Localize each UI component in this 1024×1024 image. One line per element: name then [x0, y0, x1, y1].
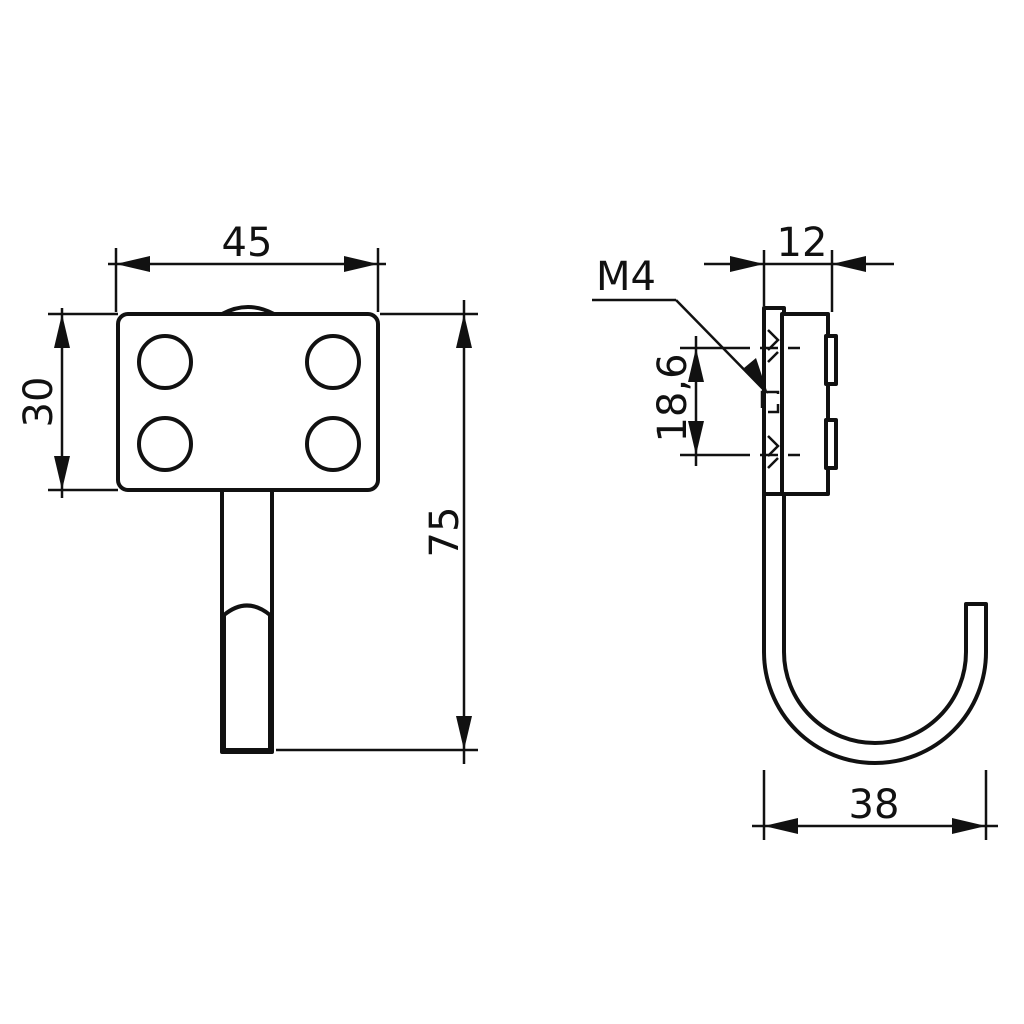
dimension-hole-spacing-label: 18,6: [650, 353, 696, 442]
dimension-depth-label: 12: [777, 220, 828, 266]
hook-tip: [222, 603, 272, 752]
thread-callout: M4: [592, 254, 768, 394]
dimension-width-label: 45: [222, 220, 273, 266]
side-pad-top: [824, 334, 838, 386]
thread-label: M4: [596, 254, 656, 300]
dimension-total-height-label: 75: [422, 507, 468, 558]
pad-top-left: [137, 334, 193, 390]
dimension-height-label: 30: [16, 377, 62, 428]
countersink-top: [767, 329, 780, 363]
dimension-hook-width-label: 38: [849, 782, 900, 828]
dimension-height: 30: [16, 308, 118, 498]
side-pad-bottom: [824, 418, 838, 470]
dimension-hook-width: 38: [752, 770, 998, 840]
side-view: [732, 306, 988, 765]
dimension-total-height: 75: [276, 300, 478, 764]
threaded-hole: [760, 390, 780, 414]
countersink-bottom: [767, 435, 780, 469]
dimension-depth: 12: [704, 220, 894, 312]
front-view: [116, 305, 380, 754]
dimension-width: 45: [108, 220, 386, 312]
pad-top-right: [305, 334, 361, 390]
dimension-hole-spacing: 18,6: [650, 336, 732, 466]
side-block: [780, 312, 830, 496]
pad-bottom-right: [305, 416, 361, 472]
pad-bottom-left: [137, 416, 193, 472]
hook-body: [762, 488, 988, 765]
